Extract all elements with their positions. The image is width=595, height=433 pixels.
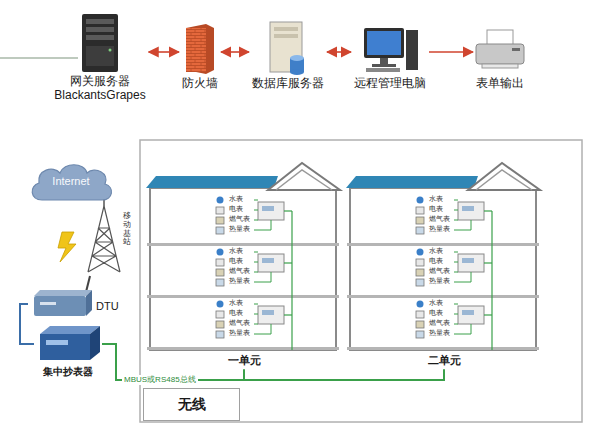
illustration-part — [40, 326, 100, 334]
meter-label: 水表 — [229, 195, 243, 203]
illustration-part — [364, 28, 404, 58]
meter-label: 热量表 — [229, 329, 250, 337]
illustration-part — [109, 49, 112, 52]
station-label: 移动基站 — [123, 212, 131, 247]
illustration-part — [482, 64, 518, 68]
meter-label: 电表 — [429, 257, 443, 265]
node-text: 表单输出 — [476, 76, 524, 90]
illustration-part — [274, 34, 298, 38]
building-node: 二单元 — [348, 160, 540, 369]
illustration-part — [290, 55, 304, 61]
illustration-part — [34, 290, 92, 296]
meter-label: 水表 — [429, 247, 443, 255]
node-text: Internet — [52, 175, 89, 188]
illustration-part — [90, 326, 100, 360]
illustration-part — [380, 58, 388, 64]
node-text: 防火墙 — [182, 76, 218, 90]
illustration-part — [186, 24, 214, 74]
illustration-part — [86, 35, 114, 40]
meter-label: 水表 — [429, 299, 443, 307]
meter-label: 电表 — [429, 205, 443, 213]
connector — [20, 304, 34, 344]
illustration-part — [274, 27, 298, 31]
meter-label: 燃气表 — [229, 319, 250, 327]
bus-label: MBUS或RS485总线 — [122, 375, 198, 385]
node-text: 一单元 — [150, 354, 338, 367]
illustration-part — [58, 232, 76, 262]
connector — [429, 51, 473, 53]
illustration-part — [86, 276, 90, 292]
illustration-part — [82, 14, 118, 72]
cloud-node: Internet — [28, 160, 114, 204]
connector — [327, 51, 351, 53]
cloud-outline — [32, 165, 111, 200]
illustration-part — [86, 46, 114, 66]
node-text: 远程管理电脑 — [354, 76, 426, 90]
illustration-part — [86, 19, 114, 24]
meter-label: 热量表 — [429, 225, 450, 233]
node-text: 无线 — [178, 396, 206, 413]
meter-label: 燃气表 — [429, 319, 450, 327]
node-text: 集中抄表器 — [36, 366, 100, 378]
meter-label: 热量表 — [429, 277, 450, 285]
connector — [221, 51, 249, 53]
meter-label: 水表 — [229, 247, 243, 255]
node-text: 数据库服务器 — [252, 76, 324, 90]
meter-label: 电表 — [429, 309, 443, 317]
illustration-part — [366, 68, 400, 72]
meter-label: 电表 — [229, 309, 243, 317]
computer-node: 远程管理电脑 — [352, 20, 428, 92]
meter-label: 热量表 — [229, 277, 250, 285]
illustration-part — [86, 290, 92, 316]
server-node: 网关服务器BlackantsGrapes — [52, 12, 147, 105]
concentrator-node: 集中抄表器 — [34, 322, 102, 380]
illustration-part — [46, 340, 68, 345]
illustration-part — [146, 163, 340, 350]
meter-label: 电表 — [229, 205, 243, 213]
meter-label: 燃气表 — [229, 267, 250, 275]
illustration-part — [0, 57, 78, 59]
meter-label: 燃气表 — [429, 267, 450, 275]
node-text: 网关服务器 — [54, 74, 145, 88]
illustration-part — [40, 334, 90, 360]
illustration-part — [372, 64, 396, 67]
illustration-part — [512, 48, 520, 51]
illustration-part — [186, 28, 206, 72]
connector — [149, 51, 179, 53]
meter-label: 水表 — [229, 299, 243, 307]
node-text: BlackantsGrapes — [54, 88, 145, 102]
node-text: DTU — [96, 300, 119, 313]
illustration-part — [86, 27, 114, 32]
firewall-node: 防火墙 — [180, 20, 220, 92]
dtu-node: DTU — [28, 288, 121, 315]
node-text: 二单元 — [350, 354, 538, 367]
illustration-part — [34, 296, 86, 316]
wireless-box: 无线 — [143, 388, 240, 421]
database-node: 数据库服务器 — [250, 20, 326, 92]
illustration-part — [406, 30, 418, 70]
meter-label: 热量表 — [229, 225, 250, 233]
meter-label: 燃气表 — [429, 215, 450, 223]
illustration-part — [346, 163, 540, 350]
printer-node: 表单输出 — [474, 20, 526, 92]
meter-label: 热量表 — [429, 329, 450, 337]
building-node: 一单元 — [148, 160, 340, 369]
meter-label: 燃气表 — [229, 215, 250, 223]
illustration-part — [88, 206, 120, 272]
illustration-part — [367, 31, 401, 55]
illustration-part — [290, 69, 304, 75]
meter-label: 水表 — [429, 195, 443, 203]
illustration-part — [476, 44, 524, 64]
illustration-part — [40, 302, 56, 305]
meter-label: 电表 — [229, 257, 243, 265]
